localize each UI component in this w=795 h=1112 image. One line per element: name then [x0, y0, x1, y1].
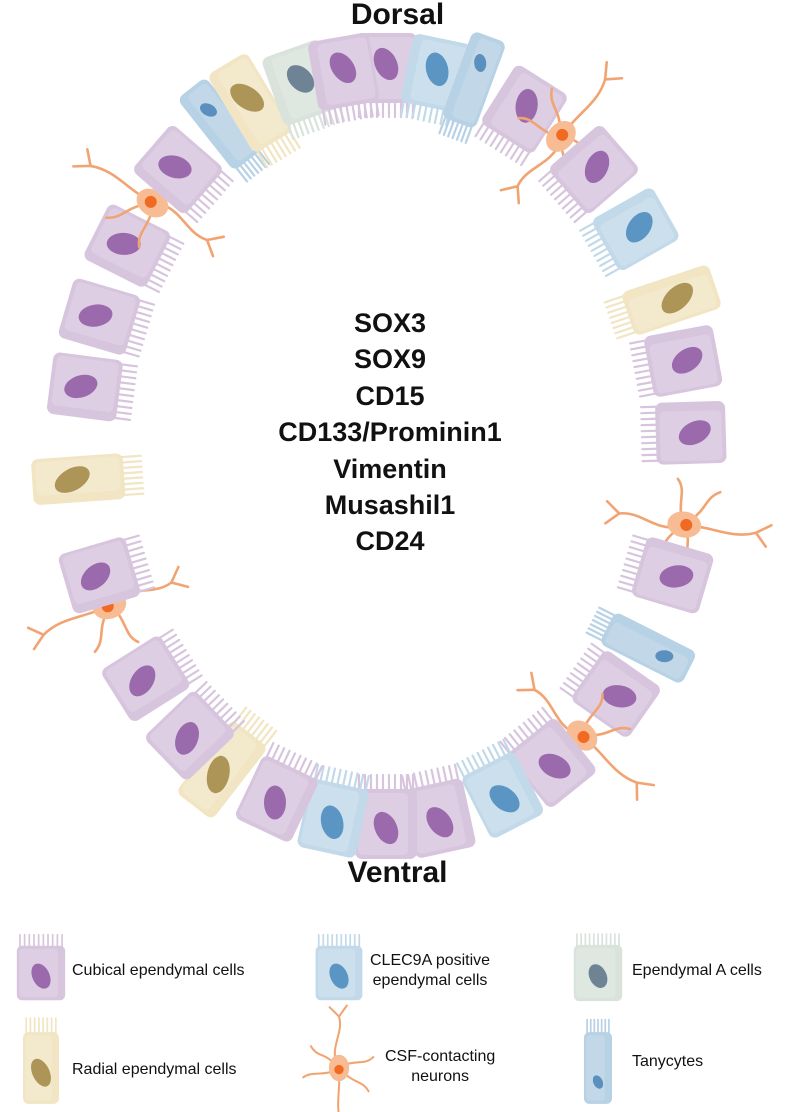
ring-cell-clec9a: [297, 763, 370, 858]
ring-cell-tany: [179, 79, 271, 183]
ring-cell-cubical: [308, 32, 380, 126]
legend-icon-csf: [302, 1004, 375, 1112]
ring-cell-clec9a: [456, 738, 543, 838]
ring-cell-tany: [438, 32, 505, 144]
ring-cell-radial: [178, 706, 278, 818]
marker-cd15: CD15: [355, 380, 425, 411]
marker-vimentin: Vimentin: [333, 453, 447, 484]
ventral-label: Ventral: [347, 856, 448, 889]
legend-label-csf-line1: CSF-contacting: [385, 1048, 496, 1065]
ring-cell-cubical: [401, 763, 476, 858]
ring-cell-tany: [585, 606, 696, 683]
ring-cell-radial: [209, 54, 301, 169]
ring-cell-cubical: [134, 126, 234, 224]
legend-label-csf-line2: neurons: [411, 1068, 470, 1085]
legend-label-tanycytes: Tanycytes: [632, 1053, 704, 1070]
legend-label-csf: CSF-contacting neurons: [385, 1047, 495, 1087]
legend-label-radial: Radial ependymal cells: [72, 1061, 237, 1078]
legend-label-clec9a-line1: CLEC9A positive: [370, 952, 491, 969]
ring-cell-cubical: [236, 741, 324, 842]
ring-cell-cubical: [628, 325, 723, 398]
legend-icon-cubical: [16, 933, 66, 1001]
marker-sox3: SOX3: [353, 308, 427, 338]
marker-cd24: CD24: [355, 526, 425, 557]
ring-cell-radial: [31, 453, 145, 505]
ring-cell-cubical: [559, 642, 660, 737]
ring-cell-radial: [603, 265, 721, 340]
ring-cell-cubical: [102, 628, 203, 721]
legend-icon-radial: [23, 1017, 59, 1104]
ring-cell-cubical: [355, 773, 417, 859]
marker-list: SOX3 SOX9 CD15 CD133/Prominin1 Vimentin …: [240, 305, 540, 560]
legend-icons: [16, 933, 623, 1112]
legend-icon-epA: [573, 933, 623, 1002]
legend-label-clec9a: CLEC9A positive ependymal cells: [370, 951, 490, 991]
ring-cell-cubical: [616, 534, 714, 614]
ring-cell-cubical: [58, 534, 156, 614]
dorsal-label: Dorsal: [350, 0, 445, 31]
ring-cell-csf: [72, 147, 226, 258]
ring-cell-cubical: [639, 401, 727, 465]
legend-label-ependymal-a: Ependymal A cells: [632, 962, 762, 979]
ring-cell-cubical: [538, 126, 638, 224]
legend-icon-clec9a: [315, 933, 363, 1001]
marker-sox9: SOX9: [353, 344, 427, 375]
ring-cell-clec9a: [579, 188, 679, 278]
ring-cell-cubical: [84, 204, 185, 293]
legend-label-cubical: Cubical ependymal cells: [72, 962, 245, 979]
ring-cell-cubical: [46, 352, 138, 422]
ring-cell-cubical: [58, 278, 156, 358]
marker-cd133: CD133/Prominin1: [278, 417, 502, 448]
marker-musashi: Musashil1: [324, 490, 456, 521]
ring-cell-cubical: [146, 681, 246, 780]
ependymal-ring: [26, 32, 773, 859]
legend-icon-tany: [583, 1018, 613, 1104]
legend-label-clec9a-line2: ependymal cells: [372, 972, 488, 989]
